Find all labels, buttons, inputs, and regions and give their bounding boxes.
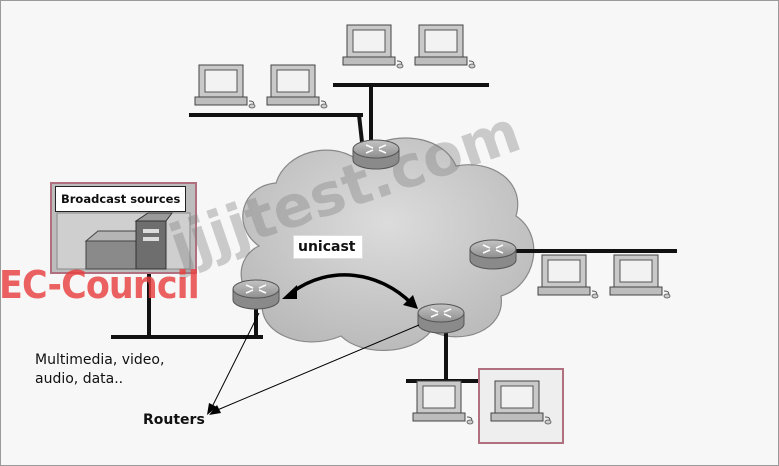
router-icon — [232, 279, 280, 310]
media-types-label: Multimedia, video, audio, data.. — [35, 352, 165, 387]
workstation-icon — [412, 380, 474, 425]
broadcast-sources-label: Broadcast sources — [55, 186, 186, 212]
router-pointer-lines — [210, 312, 420, 412]
pointer-arrowhead — [209, 405, 221, 415]
server-icon — [84, 212, 173, 270]
workstation-icon — [609, 254, 671, 299]
router-icon — [417, 303, 465, 334]
routers-label: Routers — [143, 412, 205, 428]
network-cloud-icon — [240, 137, 535, 352]
unicast-label: unicast — [293, 235, 363, 259]
workstation-icon — [194, 64, 256, 109]
workstation-icon — [342, 24, 404, 69]
brand-watermark: EC-Council — [0, 263, 200, 307]
workstation-icon — [266, 64, 328, 109]
pointer-arrowhead — [207, 403, 217, 415]
router-icon — [469, 239, 517, 270]
workstation-icon — [414, 24, 476, 69]
workstation-icon — [537, 254, 599, 299]
unicast-arrow — [282, 273, 418, 309]
